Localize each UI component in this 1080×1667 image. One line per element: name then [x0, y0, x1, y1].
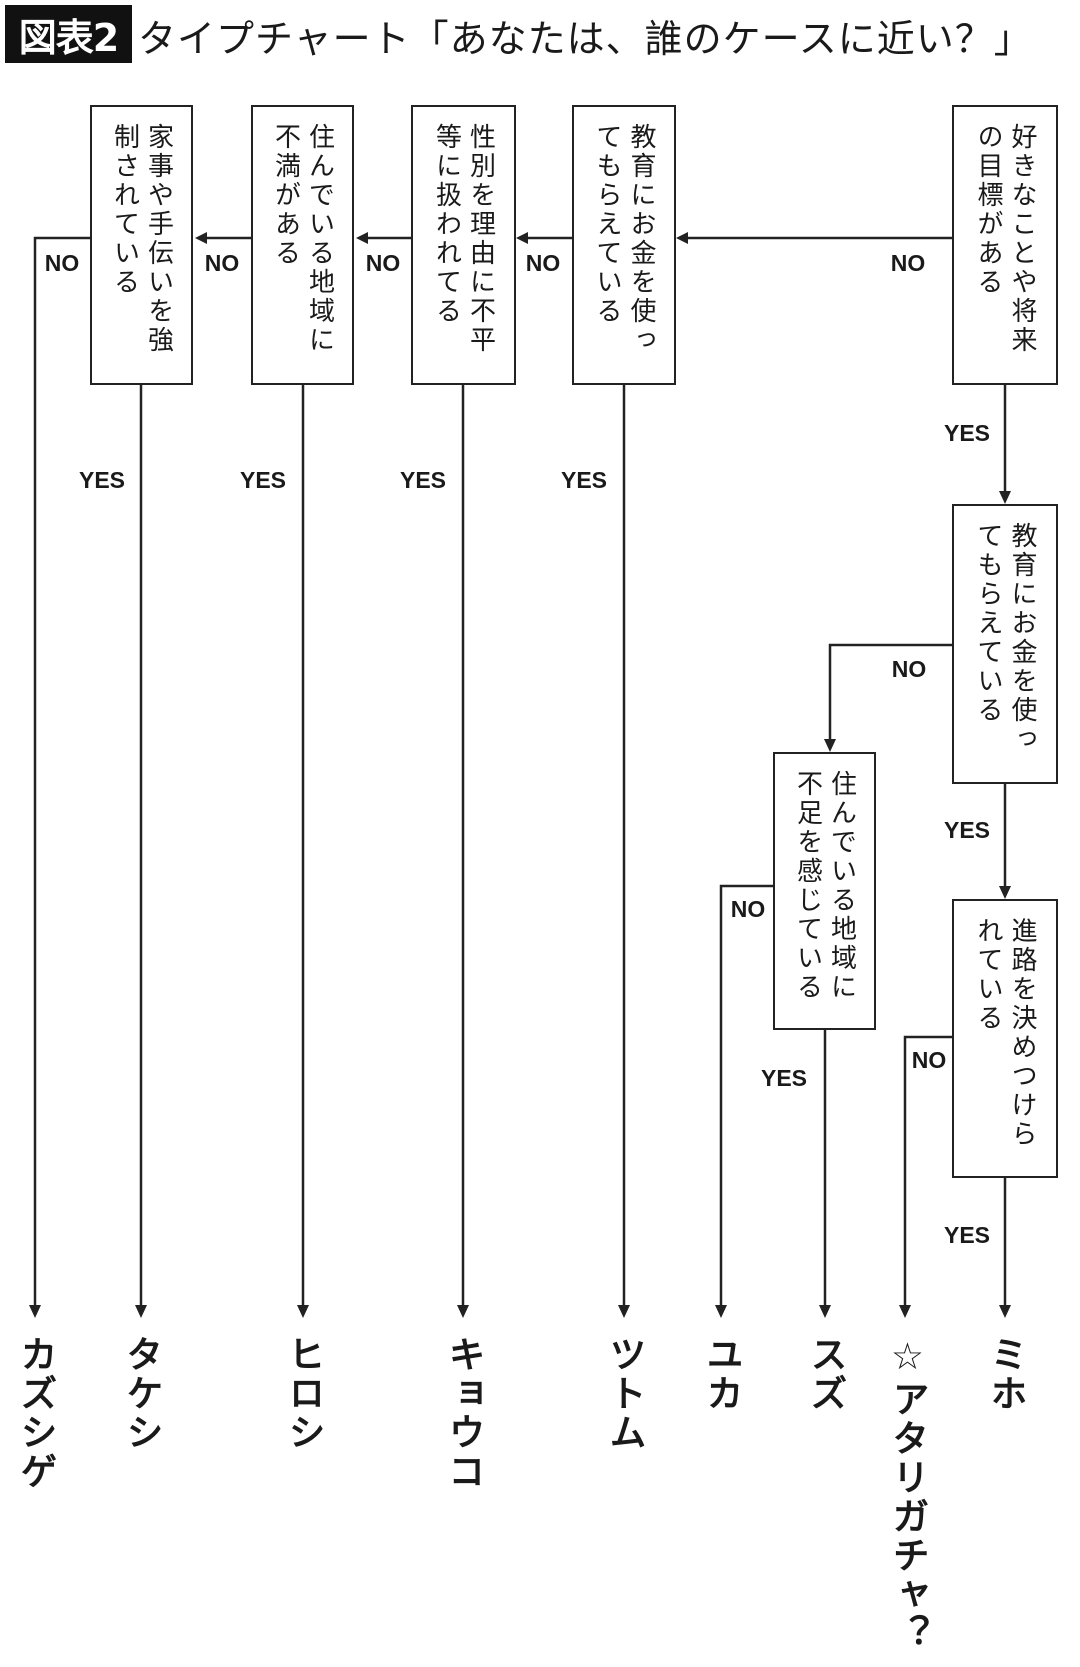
question-text: 進路を決めつけら	[1007, 917, 1037, 1149]
no-label: NO	[44, 250, 80, 276]
result-suzu: スズ	[804, 1335, 847, 1413]
result-takeshi: タケシ	[120, 1335, 163, 1452]
result-miho: ミホ	[984, 1335, 1027, 1413]
question-text: 住んでいる地域に	[826, 770, 857, 1002]
result-tsutomu: ツトム	[603, 1335, 646, 1452]
question-box-education-money: 教育にお金を使ってもらえている	[572, 105, 676, 385]
yes-label: YES	[399, 467, 447, 493]
question-text: 性別を理由に不平	[465, 123, 496, 355]
question-text: 家事や手伝いを強	[143, 123, 174, 355]
arrowheads	[29, 232, 1011, 1318]
no-label: NO	[525, 250, 561, 276]
question-box-gender: 性別を理由に不平等に扱われてる	[411, 105, 516, 385]
question-text: の目標がある	[973, 123, 1003, 297]
question-text: 教育にお金を使っ	[626, 123, 656, 355]
question-text: てもらえている	[973, 522, 1003, 725]
question-text: 等に扱われてる	[431, 123, 462, 326]
question-box-career-decided: 進路を決めつけられている	[952, 899, 1058, 1178]
no-label: NO	[365, 250, 401, 276]
yes-label: YES	[78, 467, 126, 493]
yes-label: YES	[943, 1222, 991, 1248]
yes-label: YES	[943, 817, 991, 843]
question-box-chores: 家事や手伝いを強制されている	[90, 105, 193, 385]
question-text: 制されている	[109, 123, 140, 297]
result-yuka: ユカ	[700, 1335, 743, 1413]
question-text: 不満がある	[270, 123, 301, 268]
question-text: れている	[973, 917, 1003, 1033]
no-label: NO	[204, 250, 240, 276]
no-label: NO	[891, 656, 927, 682]
yes-label: YES	[943, 420, 991, 446]
no-label: NO	[730, 896, 766, 922]
question-box-goals: 好きなことや将来の目標がある	[952, 105, 1058, 385]
question-text: てもらえている	[592, 123, 622, 326]
yes-label: YES	[760, 1065, 808, 1091]
yes-label: YES	[560, 467, 608, 493]
result-kazushige: カズシゲ	[14, 1335, 57, 1491]
question-text: 好きなことや将来	[1007, 123, 1037, 355]
question-box-education-money-2: 教育にお金を使ってもらえている	[952, 504, 1058, 784]
question-text: 不足を感じている	[792, 770, 823, 1002]
yes-label: YES	[239, 467, 287, 493]
no-label: NO	[911, 1047, 947, 1073]
question-box-region-dissatisfied: 住んでいる地域に不満がある	[251, 105, 354, 385]
result-hiroshi: ヒロシ	[282, 1335, 325, 1452]
result-kyouko: キョウコ	[442, 1335, 485, 1491]
no-label: NO	[890, 250, 926, 276]
figure-badge: 図表2	[5, 5, 132, 63]
chart-title: タイプチャート「あなたは、誰のケースに近い？」	[138, 17, 1033, 61]
question-box-region-lacking: 住んでいる地域に不足を感じている	[773, 752, 876, 1030]
result-atari-gacha: ☆アタリガチャ？	[886, 1335, 929, 1653]
question-text: 教育にお金を使っ	[1007, 522, 1037, 754]
question-text: 住んでいる地域に	[304, 123, 335, 355]
